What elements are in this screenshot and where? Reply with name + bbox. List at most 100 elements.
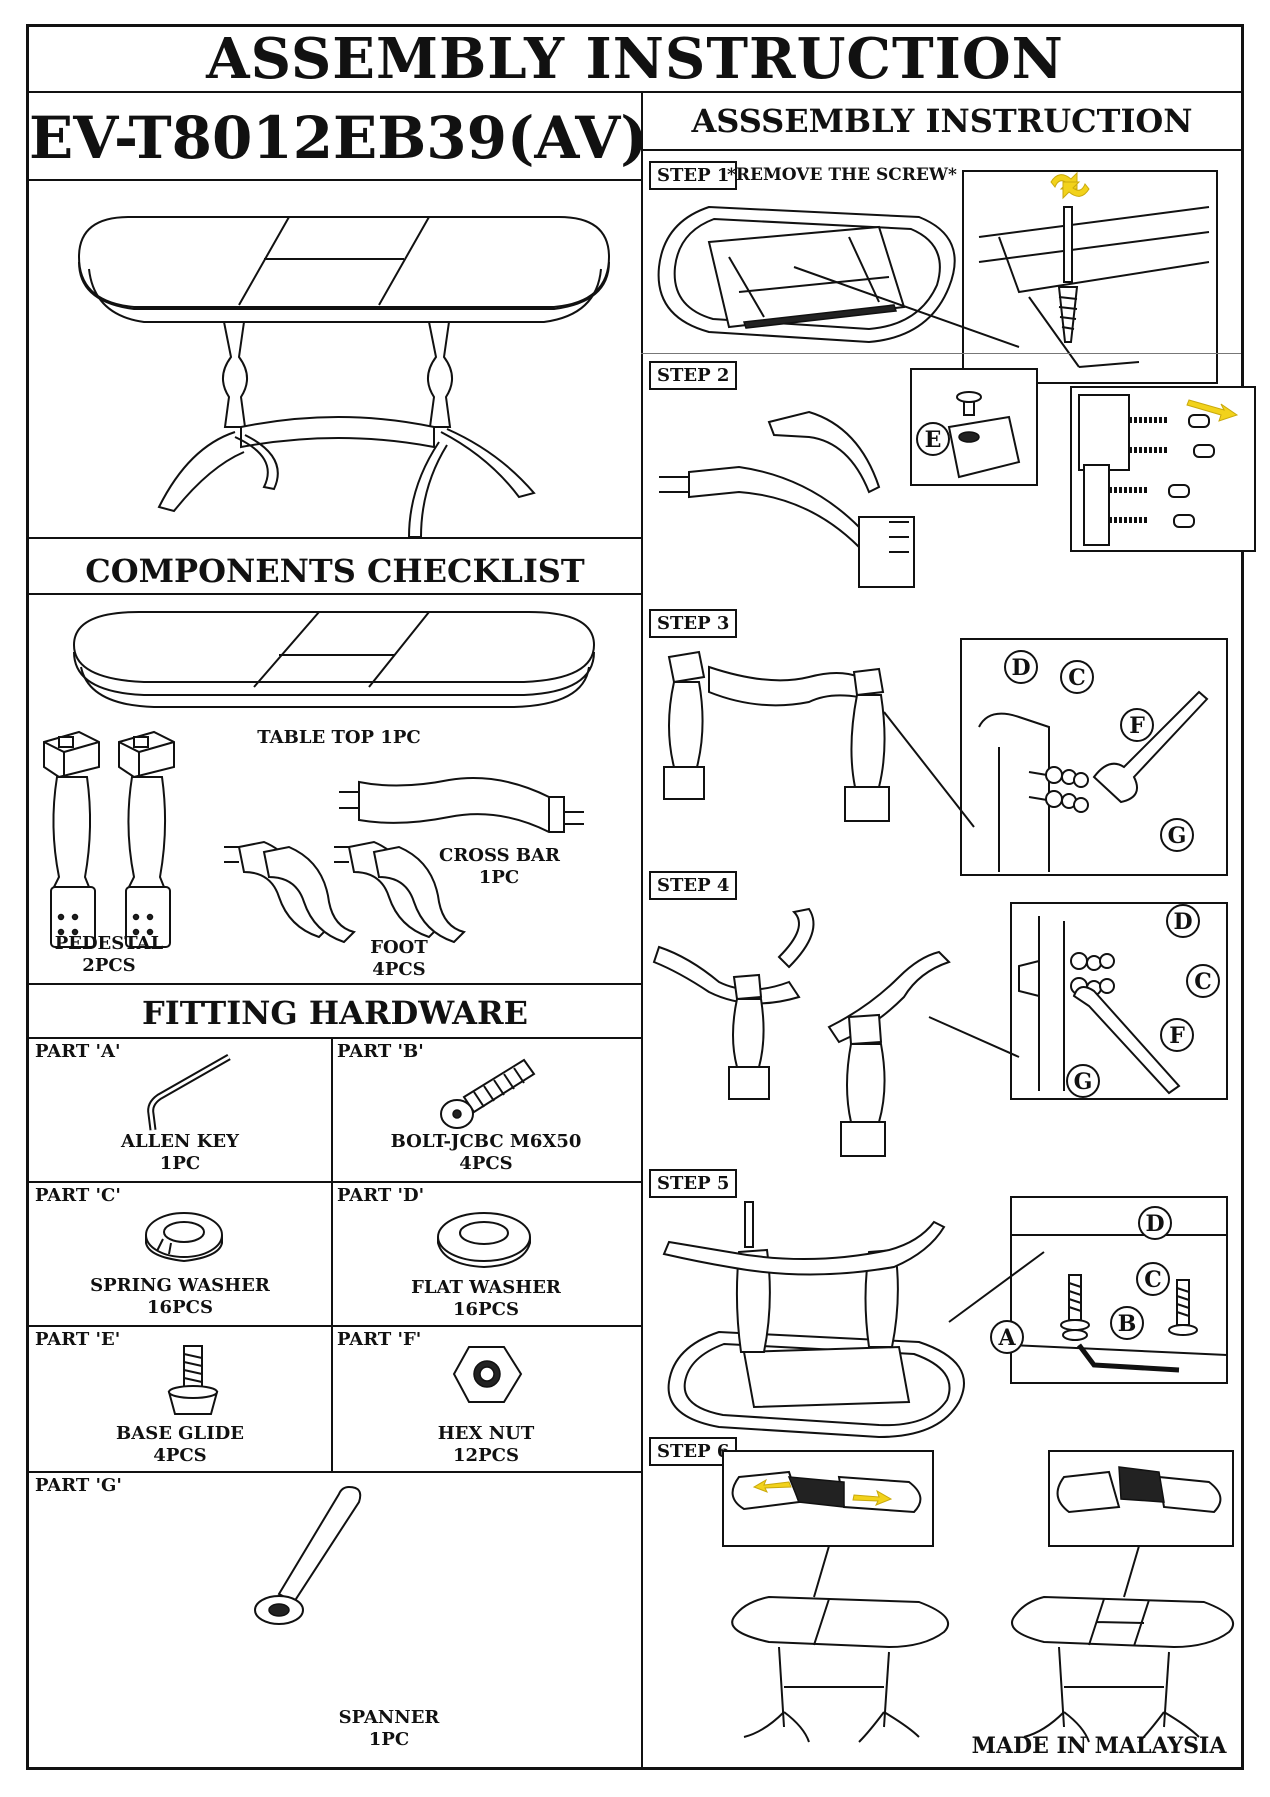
part-c-tag: PART 'C' <box>35 1185 121 1206</box>
divider <box>29 1181 641 1183</box>
step-3-label: STEP 3 <box>649 609 738 638</box>
step-2-detail-bolts <box>1069 385 1259 555</box>
part-d-qty: 16PCS <box>453 1299 519 1320</box>
divider <box>29 1037 641 1039</box>
callout-c: C <box>1135 1261 1171 1297</box>
svg-text:D: D <box>1011 655 1030 681</box>
part-b-name: BOLT-JCBC M6X50 <box>390 1131 582 1152</box>
step-1-detail <box>959 167 1219 387</box>
model-number: EV-T8012EB39(AV) <box>29 104 648 172</box>
part-g-name: SPANNER <box>338 1707 440 1728</box>
part-b-tag: PART 'B' <box>337 1041 424 1062</box>
callout-c: C <box>1059 659 1095 695</box>
callout-g: G <box>1159 817 1195 853</box>
hex-nut-icon <box>449 1342 529 1412</box>
spanner-icon <box>239 1482 379 1632</box>
callout-d: D <box>1003 649 1039 685</box>
svg-text:D: D <box>1173 909 1192 935</box>
divider <box>29 1471 641 1473</box>
divider <box>641 353 1241 354</box>
divider <box>29 91 1241 93</box>
step-4-assembly <box>649 907 1009 1177</box>
part-c-qty: 16PCS <box>147 1297 213 1318</box>
svg-text:F: F <box>1169 1023 1185 1049</box>
step-4-leader <box>924 1007 1024 1067</box>
callout-a: A <box>989 1319 1025 1355</box>
step-2-label: STEP 2 <box>649 361 738 390</box>
step-1-table-underside <box>649 197 969 367</box>
part-f-tag: PART 'F' <box>337 1329 422 1350</box>
svg-text:D: D <box>1145 1211 1164 1237</box>
part-e-name: BASE GLIDE <box>116 1423 244 1444</box>
divider <box>29 983 641 985</box>
base-glide-icon <box>159 1342 229 1422</box>
column-divider <box>641 91 643 1767</box>
callout-g: G <box>1065 1063 1101 1099</box>
assembled-table-illustration <box>49 197 629 577</box>
step-3-pedestal-crossbar <box>649 647 949 877</box>
svg-text:C: C <box>1144 1267 1162 1293</box>
step-6-insert-leaf <box>1009 1447 1249 1747</box>
made-in-label: MADE IN MALAYSIA <box>971 1733 1227 1759</box>
step-3-leader <box>879 707 999 857</box>
spring-washer-icon <box>139 1207 229 1267</box>
divider <box>29 179 641 181</box>
svg-text:C: C <box>1068 665 1086 691</box>
pedestal-label: PEDESTAL <box>54 933 164 954</box>
divider <box>331 1037 333 1471</box>
hardware-heading: FITTING HARDWARE <box>142 994 528 1032</box>
step-1-note: *REMOVE THE SCREW* <box>727 165 957 185</box>
table-top-illustration <box>69 607 599 717</box>
part-a-qty: 1PC <box>159 1153 201 1174</box>
callout-d: D <box>1137 1205 1173 1241</box>
svg-text:G: G <box>1168 823 1187 849</box>
callout-d: D <box>1165 903 1201 939</box>
callout-f: F <box>1159 1017 1195 1053</box>
cross-bar-label: CROSS BAR <box>439 845 560 866</box>
right-heading: ASSSEMBLY INSTRUCTION <box>691 102 1193 140</box>
svg-text:A: A <box>997 1325 1016 1351</box>
pedestal-illustration <box>29 727 209 967</box>
step-5-label: STEP 5 <box>649 1169 738 1198</box>
cross-bar-qty: 1PC <box>478 867 520 888</box>
step-5-detail <box>1009 1195 1229 1385</box>
instruction-sheet: ASSEMBLY INSTRUCTION EV-T8012EB39(AV) CO… <box>26 24 1244 1770</box>
step-1-leader <box>789 257 1029 357</box>
part-g-tag: PART 'G' <box>35 1475 122 1496</box>
callout-b: B <box>1109 1305 1145 1341</box>
part-e-tag: PART 'E' <box>35 1329 121 1350</box>
divider <box>29 593 641 595</box>
allen-key-icon <box>139 1052 239 1132</box>
step-5-assembly <box>659 1182 999 1452</box>
part-b-qty: 4PCS <box>459 1153 513 1174</box>
part-f-name: HEX NUT <box>437 1423 535 1444</box>
divider <box>29 1325 641 1327</box>
callout-e: E <box>915 421 951 457</box>
svg-text:F: F <box>1129 713 1145 739</box>
part-e-qty: 4PCS <box>153 1445 207 1466</box>
divider <box>641 149 1241 151</box>
step-5-leader <box>944 1242 1054 1332</box>
foot-label: FOOT <box>370 937 428 958</box>
step-4-label: STEP 4 <box>649 871 738 900</box>
part-d-name: FLAT WASHER <box>411 1277 561 1298</box>
step-2-legs <box>649 397 989 577</box>
step-6-extend-left <box>719 1447 999 1747</box>
step-1-label: STEP 1 <box>649 161 738 190</box>
part-d-tag: PART 'D' <box>337 1185 425 1206</box>
bolt-icon <box>429 1052 549 1132</box>
callout-f: F <box>1119 707 1155 743</box>
svg-text:B: B <box>1118 1311 1137 1337</box>
divider <box>29 537 641 539</box>
flat-washer-icon <box>434 1207 534 1267</box>
callout-c: C <box>1185 963 1221 999</box>
part-c-name: SPRING WASHER <box>90 1275 270 1296</box>
svg-text:C: C <box>1194 969 1212 995</box>
part-g-qty: 1PC <box>368 1729 410 1750</box>
table-top-label: TABLE TOP 1PC <box>257 727 421 748</box>
page-title: ASSEMBLY INSTRUCTION <box>206 26 1064 92</box>
foot-qty: 4PCS <box>372 959 426 980</box>
svg-text:G: G <box>1074 1069 1093 1095</box>
components-heading: COMPONENTS CHECKLIST <box>85 552 585 590</box>
foot-illustration <box>219 827 499 947</box>
